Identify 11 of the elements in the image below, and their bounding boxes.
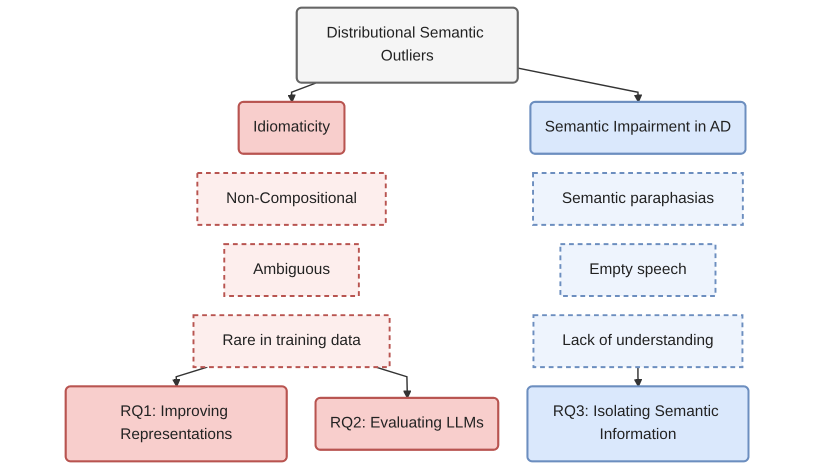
- node-box: Empty speech: [559, 243, 716, 297]
- arrow: [287, 82, 316, 103]
- node-box: Ambiguous: [223, 243, 360, 297]
- node-box: Rare in training data: [192, 314, 390, 368]
- node-box: Semantic paraphasias: [532, 172, 744, 226]
- arrow: [375, 366, 412, 399]
- arrow: [518, 68, 642, 103]
- node-box: Non-Compositional: [196, 172, 387, 226]
- arrow: [634, 367, 642, 388]
- arrow: [172, 366, 208, 388]
- node-box: Lack of understanding: [532, 314, 744, 368]
